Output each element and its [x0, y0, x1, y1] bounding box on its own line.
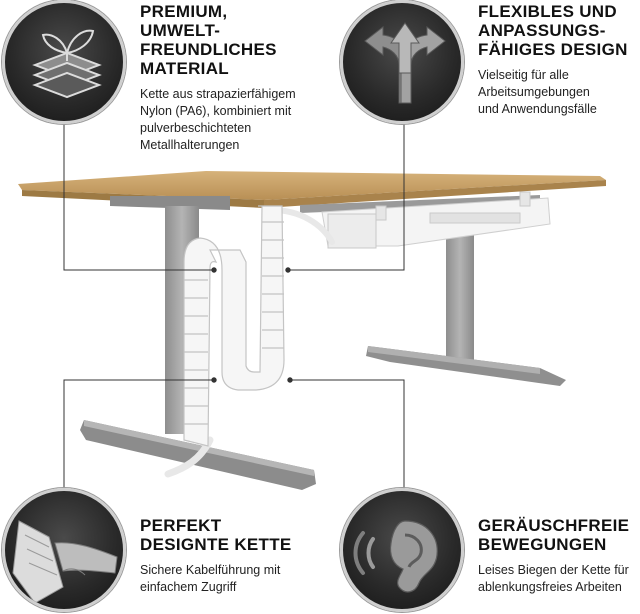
badge-chain — [2, 488, 126, 612]
badge-quiet — [340, 488, 464, 612]
feature-material-title: PREMIUM, UMWELT- FREUNDLICHES MATERIAL — [140, 2, 277, 78]
badge-flexible — [340, 0, 464, 124]
feature-material: PREMIUM, UMWELT- FREUNDLICHES MATERIAL K… — [140, 2, 320, 154]
leader-chain — [63, 379, 214, 490]
leader-lines — [63, 124, 405, 490]
feature-flexible: FLEXIBLES UND ANPASSUNGS- FÄHIGES DESIGN… — [478, 2, 638, 118]
desk-frame-rail — [110, 195, 540, 213]
leader-quiet — [290, 379, 405, 490]
feature-quiet: GERÄUSCHFREIE BEWEGUNGEN Leises Biegen d… — [478, 516, 638, 596]
layers-leaf-icon — [32, 29, 102, 99]
feature-quiet-desc: Leises Biegen der Kette für ablenkungsfr… — [478, 563, 629, 594]
ear-sound-icon — [353, 520, 438, 593]
feature-chain: PERFEKT DESIGNTE KETTE Sichere Kabelführ… — [140, 516, 330, 596]
feature-flexible-title: FLEXIBLES UND ANPASSUNGS- FÄHIGES DESIGN — [478, 2, 628, 59]
feature-chain-desc: Sichere Kabelführung mit einfachem Zugri… — [140, 563, 281, 594]
cable-chain — [183, 205, 285, 447]
cable-chain-hand-icon — [12, 520, 118, 604]
feature-quiet-title: GERÄUSCHFREIE BEWEGUNGEN — [478, 516, 630, 554]
feature-material-desc: Kette aus strapazierfähigem Nylon (PA6),… — [140, 87, 296, 152]
leader-material — [63, 124, 214, 271]
leader-flexible — [288, 124, 405, 271]
badge-material — [2, 0, 126, 124]
branching-arrows-icon — [364, 22, 446, 104]
cable-tray — [321, 191, 551, 249]
feature-flexible-desc: Vielseitig für alle Arbeitsumgebungen un… — [478, 68, 597, 116]
feature-chain-title: PERFEKT DESIGNTE KETTE — [140, 516, 292, 554]
